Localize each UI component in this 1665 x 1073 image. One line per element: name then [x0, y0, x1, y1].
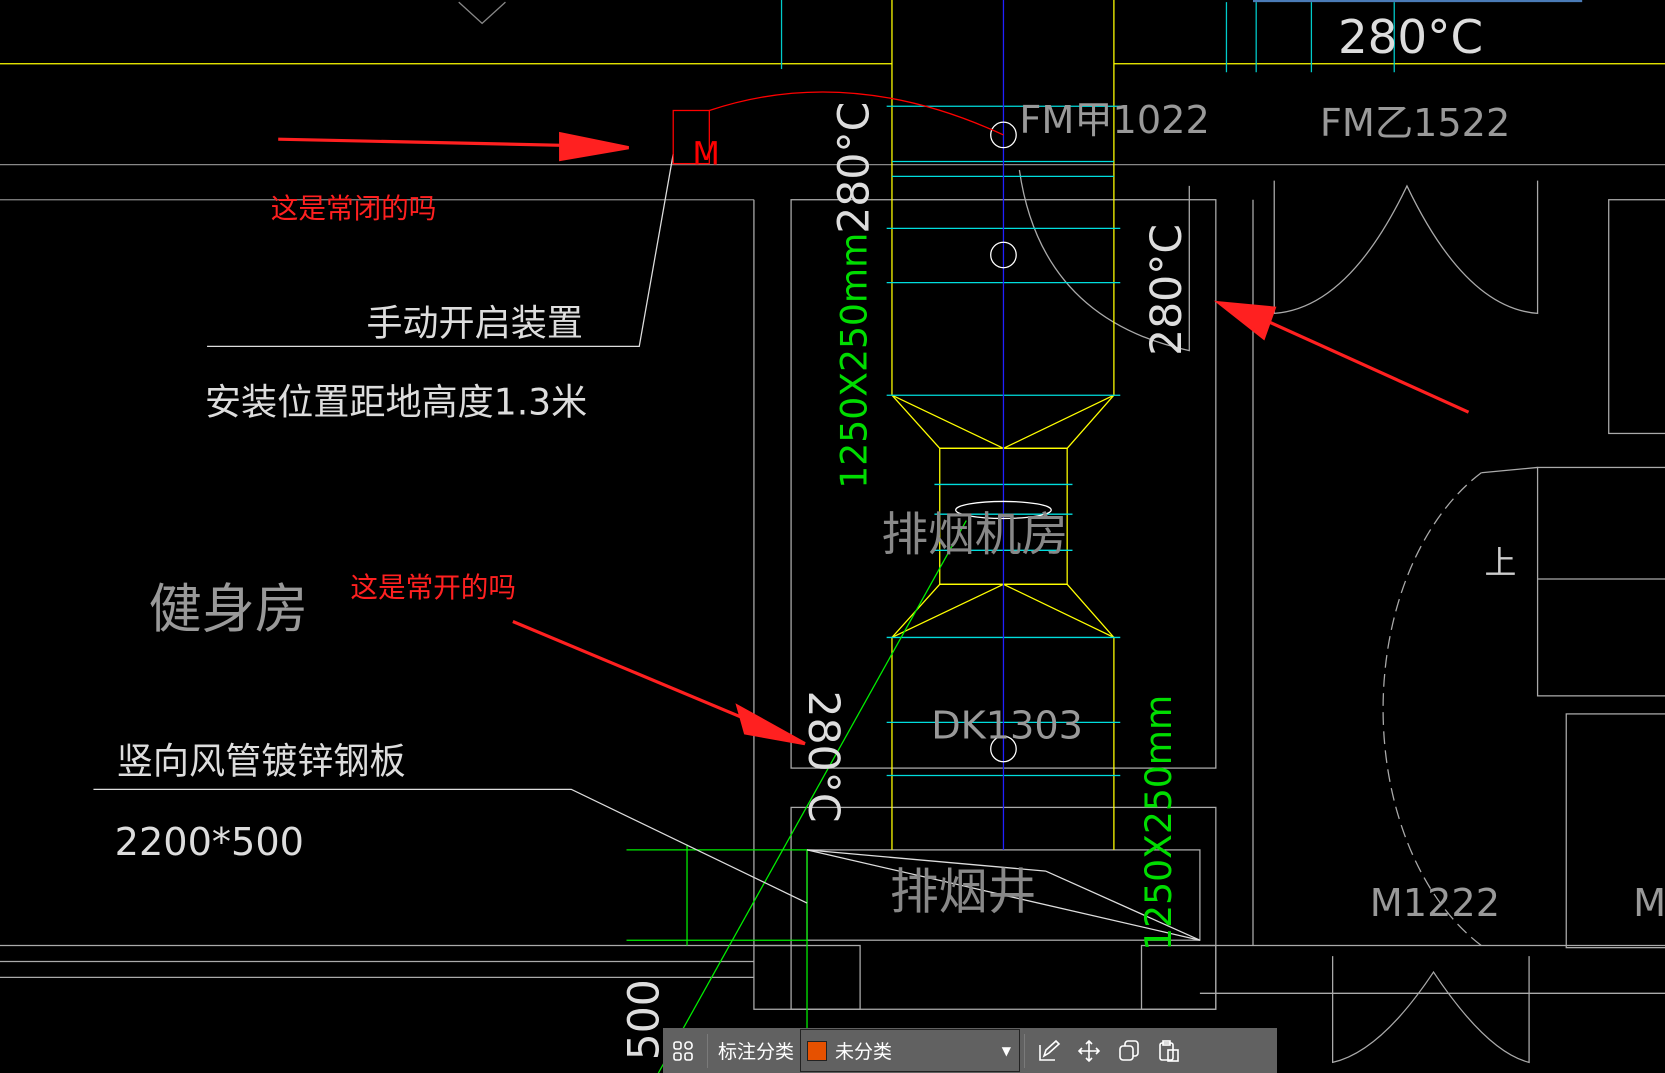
- move-icon[interactable]: [1069, 1028, 1109, 1073]
- door-fm2: FM乙1522: [1320, 102, 1510, 146]
- arrow-icon: [735, 703, 806, 746]
- copy-icon[interactable]: [1109, 1028, 1149, 1073]
- annotation-closed: 这是常闭的吗: [271, 192, 437, 225]
- motor-symbol: M: [692, 135, 719, 173]
- grid-icon[interactable]: [663, 1028, 703, 1073]
- duct-dim-label: 1250X250mm: [1137, 695, 1180, 951]
- room-fan: 排烟机房: [881, 508, 1068, 562]
- chevron-down-icon: ▼: [1001, 1043, 1012, 1058]
- duct-dim-label: 1250X250mm: [832, 233, 875, 489]
- door-m: M: [1633, 882, 1665, 926]
- temp-label: 280°C: [798, 691, 847, 823]
- temp-label: 280°C: [1338, 11, 1483, 65]
- edit-icon[interactable]: [1029, 1028, 1069, 1073]
- paste-icon[interactable]: [1149, 1028, 1189, 1073]
- temp-label: 280°C: [831, 102, 880, 234]
- divider: [707, 1033, 708, 1068]
- door-m1222: M1222: [1370, 882, 1500, 926]
- install-height-label: 安装位置距地高度1.3米: [205, 380, 587, 423]
- duct-size-label: 2200*500: [115, 821, 304, 865]
- damper-label: DK1303: [931, 704, 1083, 748]
- dim-500: 500: [620, 979, 669, 1060]
- arrow-icon: [559, 131, 629, 162]
- category-label: 标注分类: [718, 1041, 795, 1063]
- vertical-duct-label: 竖向风管镀锌钢板: [117, 739, 406, 782]
- category-select[interactable]: 未分类 ▼: [800, 1029, 1021, 1072]
- temp-label: 280°C: [1143, 224, 1192, 356]
- room-smoke-shaft: 排烟井: [890, 863, 1037, 920]
- door-fm1: FM甲1022: [1019, 99, 1209, 143]
- room-gym: 健身房: [149, 578, 308, 640]
- category-value: 未分类: [835, 1041, 893, 1063]
- category-color-swatch: [807, 1040, 828, 1061]
- annotation-open: 这是常开的吗: [350, 571, 516, 604]
- arrow-icon: [1213, 300, 1277, 341]
- stairs-up: 上: [1484, 544, 1516, 582]
- divider: [1024, 1033, 1026, 1068]
- manual-device-label: 手动开启装置: [366, 302, 583, 345]
- annotation-toolbar: 标注分类 未分类 ▼: [663, 1028, 1277, 1073]
